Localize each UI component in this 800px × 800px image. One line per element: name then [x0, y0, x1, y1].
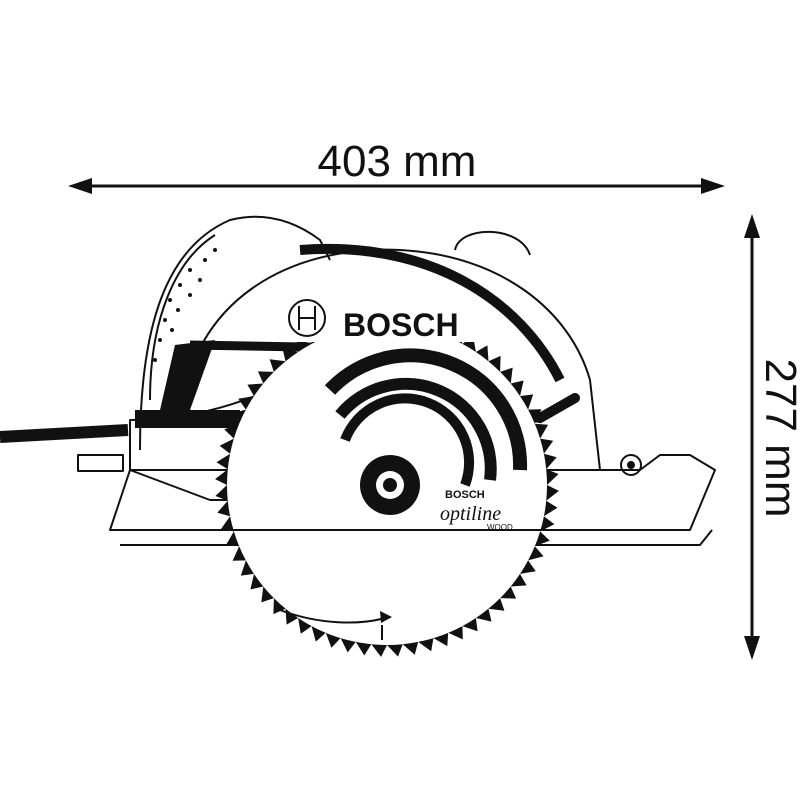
front-knob[interactable] [620, 454, 642, 476]
arrow-left-icon [68, 178, 92, 194]
blade-arc-3 [340, 393, 475, 487]
power-cord [0, 424, 129, 443]
front-knob-center [627, 461, 635, 469]
arrow-up-icon [744, 214, 760, 238]
handle-grip [149, 234, 216, 401]
guard-black-panel-2 [160, 340, 215, 410]
blade-material: WOOD [487, 523, 513, 532]
blade-arc-1 [324, 348, 528, 471]
arrow-down-icon [744, 636, 760, 660]
brand-logo-text: BOSCH [343, 307, 459, 343]
width-label: 403 mm [318, 137, 477, 186]
base-plate [109, 454, 716, 531]
handle [139, 215, 331, 451]
rotation-arrow [279, 609, 386, 624]
bosch-logo: BOSCH [286, 296, 478, 343]
width-dimension: 403 mm [68, 137, 725, 194]
guard-black-panel [135, 410, 240, 428]
blade-line: optiline [440, 503, 501, 525]
height-label: 277 mm [756, 359, 800, 518]
motor-cap [454, 230, 531, 256]
blade-brand: BOSCH [445, 489, 485, 501]
rear-knob[interactable] [77, 454, 124, 472]
arrow-right-icon [701, 178, 725, 194]
saw-blade: BOSCH optiline WOOD [160, 313, 640, 657]
height-dimension: 277 mm [744, 214, 800, 660]
guard-stripe [299, 243, 565, 383]
bosch-armature-icon [288, 299, 326, 337]
grip-texture [153, 248, 217, 362]
blade-arc-2 [335, 377, 497, 481]
upper-blade-guard [179, 248, 601, 471]
